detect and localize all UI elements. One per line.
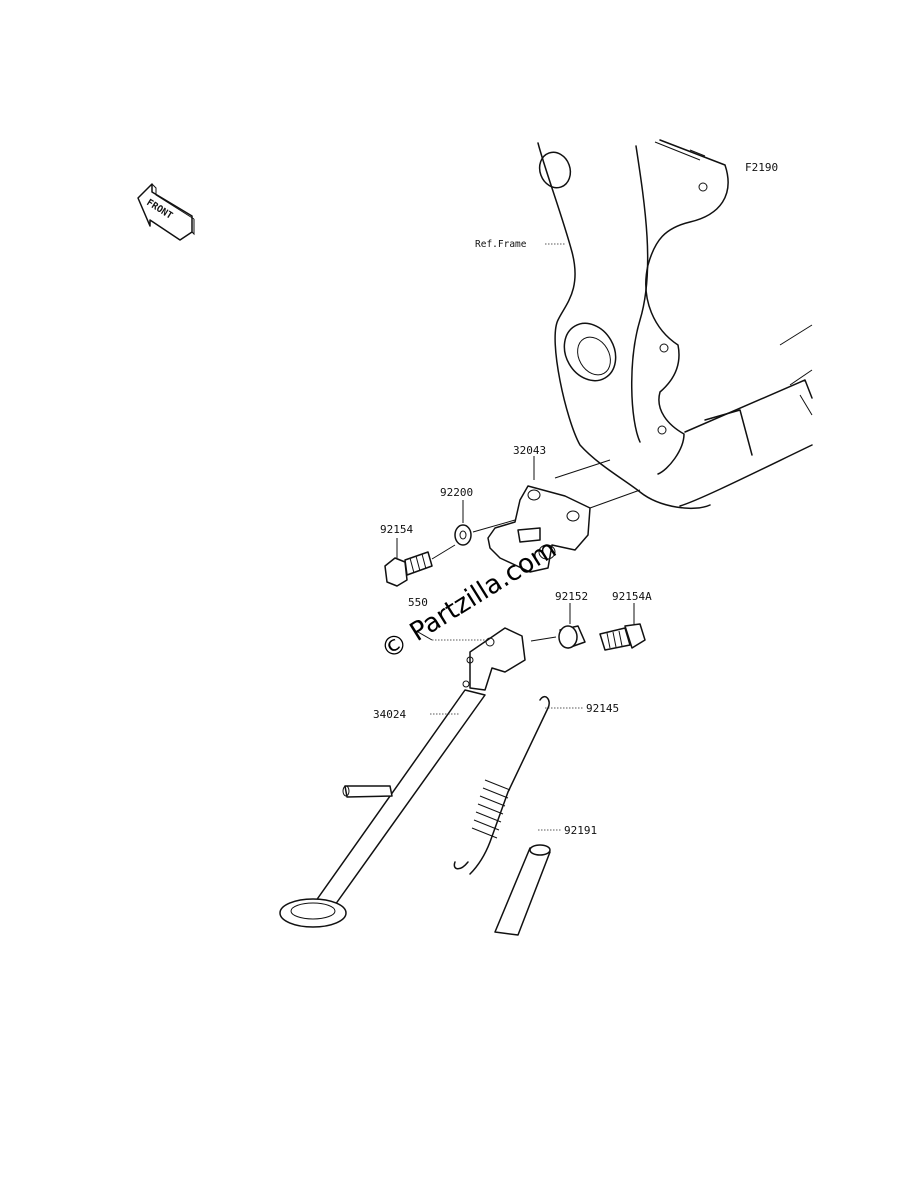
washer — [454, 524, 472, 546]
spring — [453, 696, 550, 875]
part-34024-label: 34024 — [373, 708, 406, 721]
collar — [558, 625, 586, 649]
frame-outline — [537, 139, 813, 510]
front-arrow-icon: FRONT — [137, 183, 195, 241]
bolt-92154 — [384, 551, 433, 587]
part-92154-label: 92154 — [380, 523, 413, 536]
part-32043-label: 32043 — [513, 444, 546, 457]
part-92191-label: 92191 — [564, 824, 597, 837]
part-550-label: 550 — [408, 596, 428, 609]
diagram-code: F2190 — [745, 161, 778, 174]
stand-bracket — [487, 485, 591, 573]
part-92200-label: 92200 — [440, 486, 473, 499]
part-92152-label: 92152 — [555, 590, 588, 603]
tube — [494, 844, 551, 936]
ref-frame-label: Ref.Frame — [475, 239, 527, 250]
side-stand — [279, 627, 526, 928]
watermark: © Partzilla.com — [376, 534, 562, 666]
bolt-92154A — [599, 623, 646, 651]
part-92145-label: 92145 — [586, 702, 619, 715]
part-92154A-label: 92154A — [612, 590, 652, 603]
